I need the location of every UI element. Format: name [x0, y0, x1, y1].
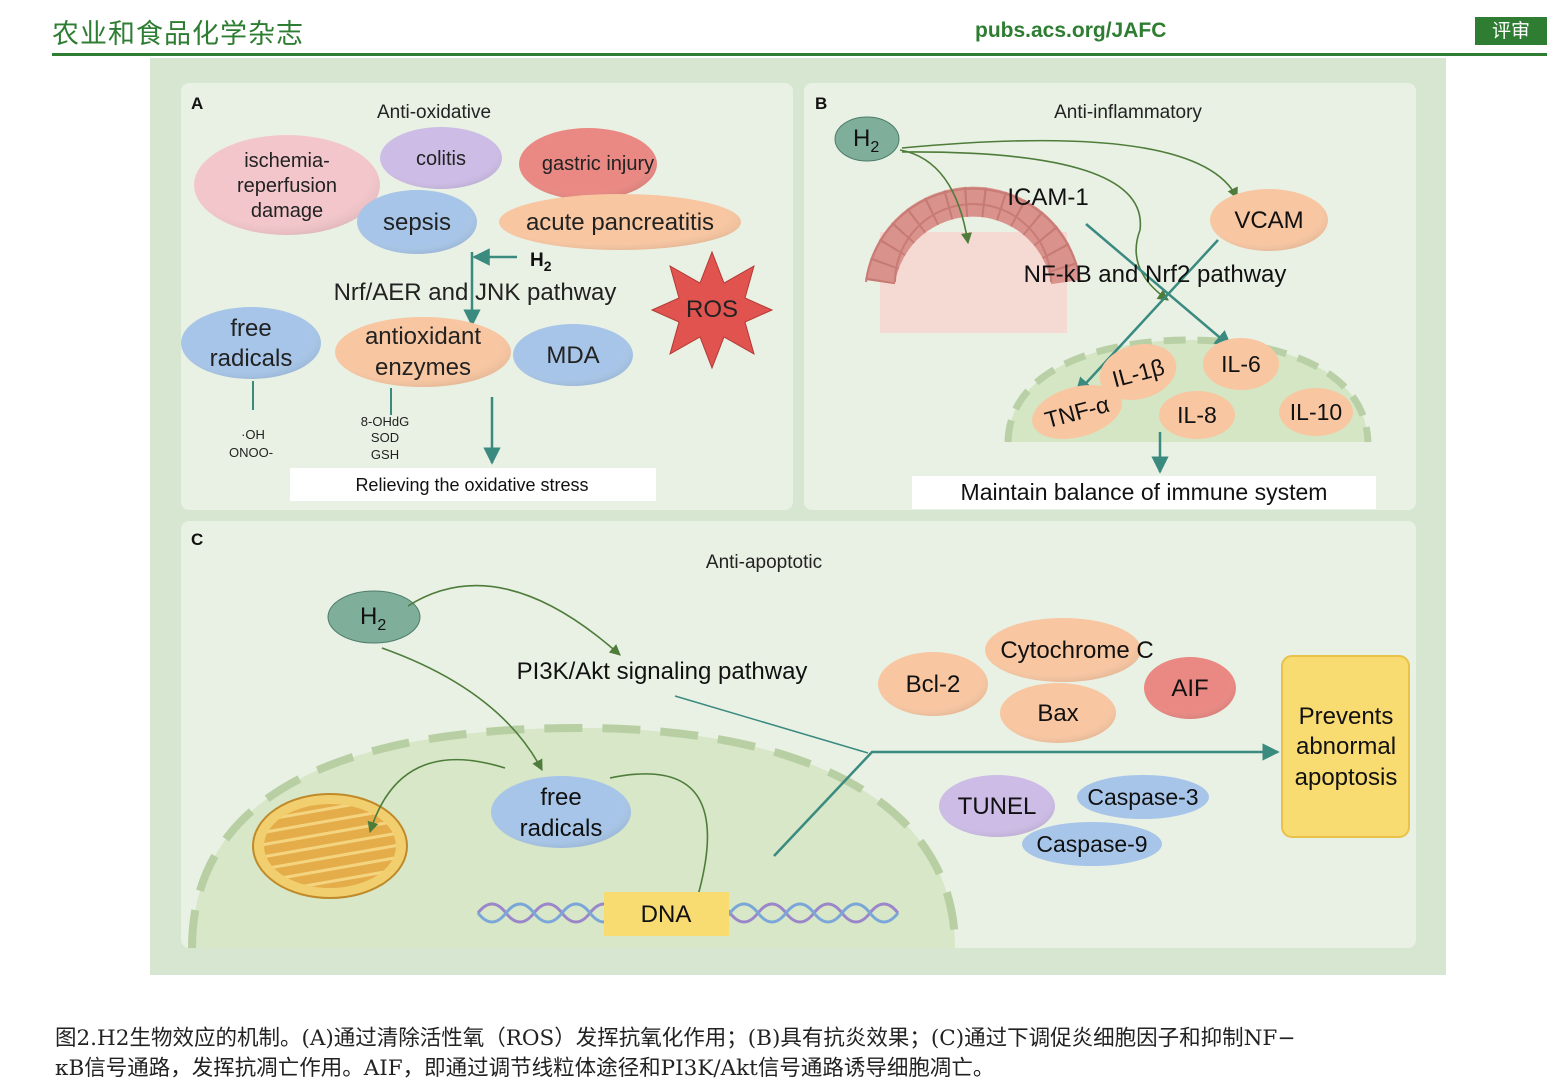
- panel-a-pathway: Nrf/AER and JNK pathway: [334, 279, 617, 306]
- colitis-label: colitis: [416, 148, 466, 170]
- ischemia-label-2: reperfusion: [237, 175, 337, 197]
- panel-b-result-box: [912, 476, 1376, 509]
- sepsis-label: sepsis: [383, 209, 451, 236]
- dna-box: [604, 892, 729, 936]
- marker-8ohdg: 8-OHdG: [361, 414, 409, 429]
- marker-sod: SOD: [371, 430, 399, 445]
- pi3k-label: PI3K/Akt signaling pathway: [517, 658, 808, 685]
- onoo-label: ONOO-: [229, 445, 273, 460]
- radicals-to-mito-arrow: [367, 758, 506, 834]
- header-rule: [52, 53, 1547, 56]
- mitochondrion: [252, 793, 408, 899]
- antioxidant-label-1: antioxidant: [365, 323, 481, 350]
- h2-to-radicals-arrow: [381, 647, 543, 771]
- panel-b: B Anti-inflammatory H2 ICAM-1 VCAM NF-kB…: [815, 94, 1376, 509]
- oh-label: ·OH: [241, 427, 265, 442]
- il10-label: IL-10: [1290, 399, 1342, 425]
- pi3k-connector: [674, 695, 869, 754]
- panel-a-result: Relieving the oxidative stress: [355, 475, 588, 495]
- cytochrome-label: Cytochrome C: [1000, 637, 1153, 664]
- caspase9-label: Caspase-9: [1036, 831, 1147, 857]
- il8-bubble: [1159, 391, 1235, 439]
- mda-label: MDA: [546, 342, 599, 369]
- article-type-tag: 评审: [1475, 17, 1547, 45]
- dna-label: DNA: [641, 901, 692, 928]
- panel-b-pathway: NF-kB and Nrf2 pathway: [1024, 261, 1287, 288]
- vcam-label: VCAM: [1234, 207, 1303, 234]
- antioxidant-label-2: enzymes: [375, 354, 471, 381]
- intestinal-villus: [865, 186, 1081, 333]
- h2-to-vcam-arrow: [901, 139, 1238, 200]
- il1b-bubble: [1099, 344, 1177, 400]
- h2-to-villus-arrow: [899, 149, 972, 245]
- ros-starburst: [650, 250, 774, 370]
- journal-title: 农业和食品化学杂志: [52, 19, 304, 50]
- panel-a: A Anti-oxidative ischemia- reperfusion d…: [181, 94, 774, 501]
- panel-b-h2-bubble: [834, 116, 900, 162]
- ischemia-label-3: damage: [251, 200, 323, 222]
- free-radicals-a-label-1: free: [230, 315, 271, 342]
- panel-c-h2-bubble: [327, 590, 421, 644]
- tnf-bubble: [1032, 385, 1122, 439]
- il8-label: IL-8: [1177, 402, 1217, 428]
- ros-label: ROS: [686, 296, 738, 323]
- ischemia-label-1: ischemia-: [244, 150, 330, 172]
- icam-to-il6-arrow: [1085, 223, 1233, 349]
- prevents-box: [1281, 655, 1410, 838]
- panel-b-h2: H2: [853, 125, 879, 156]
- immune-cell-membrane: [1004, 336, 1372, 443]
- caspase3-label: Caspase-3: [1087, 784, 1198, 810]
- figure-caption: 图2.H2生物效应的机制。(A)通过清除活性氧（ROS）发挥抗氧化作用；(B)具…: [55, 1024, 1547, 1084]
- vcam-to-tnf-arrow: [1074, 239, 1219, 396]
- panel-c-title: Anti-apoptotic: [706, 552, 822, 573]
- pancreatitis-label: acute pancreatitis: [526, 209, 714, 236]
- il10-bubble: [1279, 388, 1353, 436]
- bax-label: Bax: [1037, 700, 1078, 727]
- panel-b-result: Maintain balance of immune system: [961, 479, 1328, 505]
- to-prevents-arrow: [773, 743, 1280, 857]
- panel-b-title: Anti-inflammatory: [1054, 102, 1202, 123]
- radicals-to-dna-arrow: [609, 773, 709, 914]
- panel-a-h2: H2: [530, 250, 552, 274]
- prevents-label-2: abnormal: [1296, 733, 1396, 760]
- bcl2-label: Bcl-2: [906, 671, 961, 698]
- gastric-injury-label: gastric injury: [542, 153, 654, 175]
- panel-a-result-box: [290, 468, 656, 501]
- h2-to-pi3k-arrow: [407, 584, 621, 656]
- tunel-label: TUNEL: [958, 793, 1037, 820]
- prevents-label-3: apoptosis: [1295, 764, 1398, 791]
- figure-2: A Anti-oxidative ischemia- reperfusion d…: [150, 58, 1446, 975]
- il6-bubble: [1203, 338, 1279, 390]
- free-radicals-a-label-2: radicals: [210, 345, 293, 372]
- caption-line-1: 图2.H2生物效应的机制。(A)通过清除活性氧（ROS）发挥抗氧化作用；(B)具…: [55, 1026, 1296, 1051]
- panel-a-title: Anti-oxidative: [377, 102, 491, 123]
- panel-c-h2: H2: [360, 603, 386, 634]
- free-radicals-c-label-2: radicals: [520, 815, 603, 842]
- panel-b-letter: B: [815, 94, 827, 113]
- icam-label: ICAM-1: [1007, 184, 1088, 211]
- caspase3-bubble: [1077, 775, 1209, 819]
- aif-label: AIF: [1171, 675, 1208, 702]
- caspase9-bubble: [1022, 822, 1162, 866]
- caption-line-2: κB信号通路，发挥抗凋亡作用。AIF，即通过调节线粒体途径和PI3K/Akt信号…: [55, 1056, 995, 1081]
- free-radicals-c-label-1: free: [540, 784, 581, 811]
- marker-gsh: GSH: [371, 447, 399, 462]
- cell-membrane: [188, 723, 959, 949]
- il6-label: IL-6: [1221, 351, 1261, 377]
- journal-url[interactable]: pubs.acs.org/JAFC: [975, 19, 1167, 42]
- panel-c-letter: C: [191, 530, 203, 549]
- prevents-label-1: Prevents: [1299, 703, 1394, 730]
- panel-c: C Anti-apoptotic H2 PI3K/Akt signaling p…: [188, 530, 1410, 949]
- panel-a-letter: A: [191, 94, 203, 113]
